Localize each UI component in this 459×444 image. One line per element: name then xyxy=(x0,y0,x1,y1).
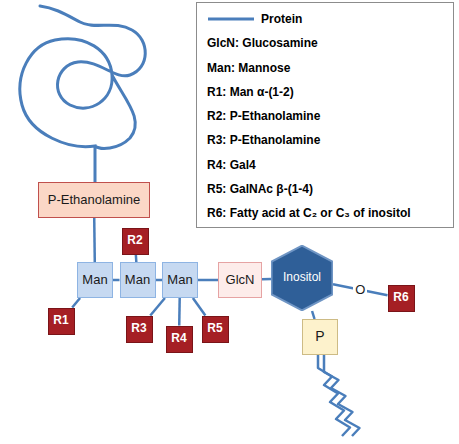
legend-entry: Protein xyxy=(207,9,445,29)
mannose-box: Man xyxy=(120,262,156,298)
p-ethanolamine-box: P-Ethanolamine xyxy=(38,182,150,218)
oxygen-label: O xyxy=(353,283,367,297)
bond-line xyxy=(150,298,165,316)
legend-entry: R4: Gal4 xyxy=(207,155,445,175)
node-label: P xyxy=(315,329,324,344)
legend-text: Protein xyxy=(261,12,302,26)
bond-line xyxy=(135,255,138,263)
node-label: GlcN xyxy=(226,273,255,287)
legend-text: R1: Man α-(1-2) xyxy=(207,85,294,99)
node-label: Man xyxy=(167,273,192,287)
node-label: R3 xyxy=(131,322,146,335)
legend-text: R5: GalNAc β-(1-4) xyxy=(207,182,313,196)
node-label: R5 xyxy=(207,322,222,335)
phosphate-box: P xyxy=(302,319,338,355)
bond-line xyxy=(178,298,181,326)
legend-entry: R3: P-Ethanolamine xyxy=(207,130,445,150)
inositol-hexagon: Inositol xyxy=(271,245,333,311)
legend-entry: Man: Mannose xyxy=(207,58,445,78)
legend-text: GlcN: Glucosamine xyxy=(207,36,318,50)
node-label: R4 xyxy=(171,332,186,345)
legend-entry: GlcN: Glucosamine xyxy=(207,33,445,53)
node-label: Inositol xyxy=(283,271,321,284)
bond-line xyxy=(72,298,80,308)
bond-line xyxy=(93,218,96,262)
node-label: R6 xyxy=(393,291,408,304)
bond-line xyxy=(262,278,271,281)
mannose-box: Man xyxy=(77,262,113,298)
protein-chain xyxy=(20,6,145,182)
fatty-acid-tails xyxy=(318,355,360,436)
legend-entry: R5: GalNAc β-(1-4) xyxy=(207,179,445,199)
legend-entry: R1: Man α-(1-2) xyxy=(207,82,445,102)
bond-line xyxy=(198,279,218,282)
bond-line xyxy=(312,311,314,319)
legend-text: Man: Mannose xyxy=(207,61,290,75)
node-label: Man xyxy=(82,273,107,287)
legend-text: R6: Fatty acid at C₂ or C₃ of inositol xyxy=(207,206,411,220)
mannose-box: Man xyxy=(162,262,198,298)
node-label: Man xyxy=(125,273,150,287)
node-label: P-Ethanolamine xyxy=(48,193,141,207)
glucosamine-box: GlcN xyxy=(218,262,262,298)
residue-box: R6 xyxy=(388,285,415,312)
residue-box: R1 xyxy=(48,308,75,335)
legend-text: R4: Gal4 xyxy=(207,158,256,172)
legend-text: R2: P-Ethanolamine xyxy=(207,109,320,123)
residue-box: R5 xyxy=(202,316,229,343)
node-label: R2 xyxy=(127,234,142,247)
legend-text: R3: P-Ethanolamine xyxy=(207,133,320,147)
protein-line-sample xyxy=(207,14,255,24)
node-label: R1 xyxy=(53,314,68,327)
bond-line xyxy=(193,298,206,316)
residue-box: R2 xyxy=(122,228,149,255)
legend-box: ProteinGlcN: GlucosamineMan: MannoseR1: … xyxy=(196,2,454,228)
residue-box: R4 xyxy=(166,326,193,353)
legend-entry: R6: Fatty acid at C₂ or C₃ of inositol xyxy=(207,203,445,223)
legend-entry: R2: P-Ethanolamine xyxy=(207,106,445,126)
residue-box: R3 xyxy=(126,316,153,343)
